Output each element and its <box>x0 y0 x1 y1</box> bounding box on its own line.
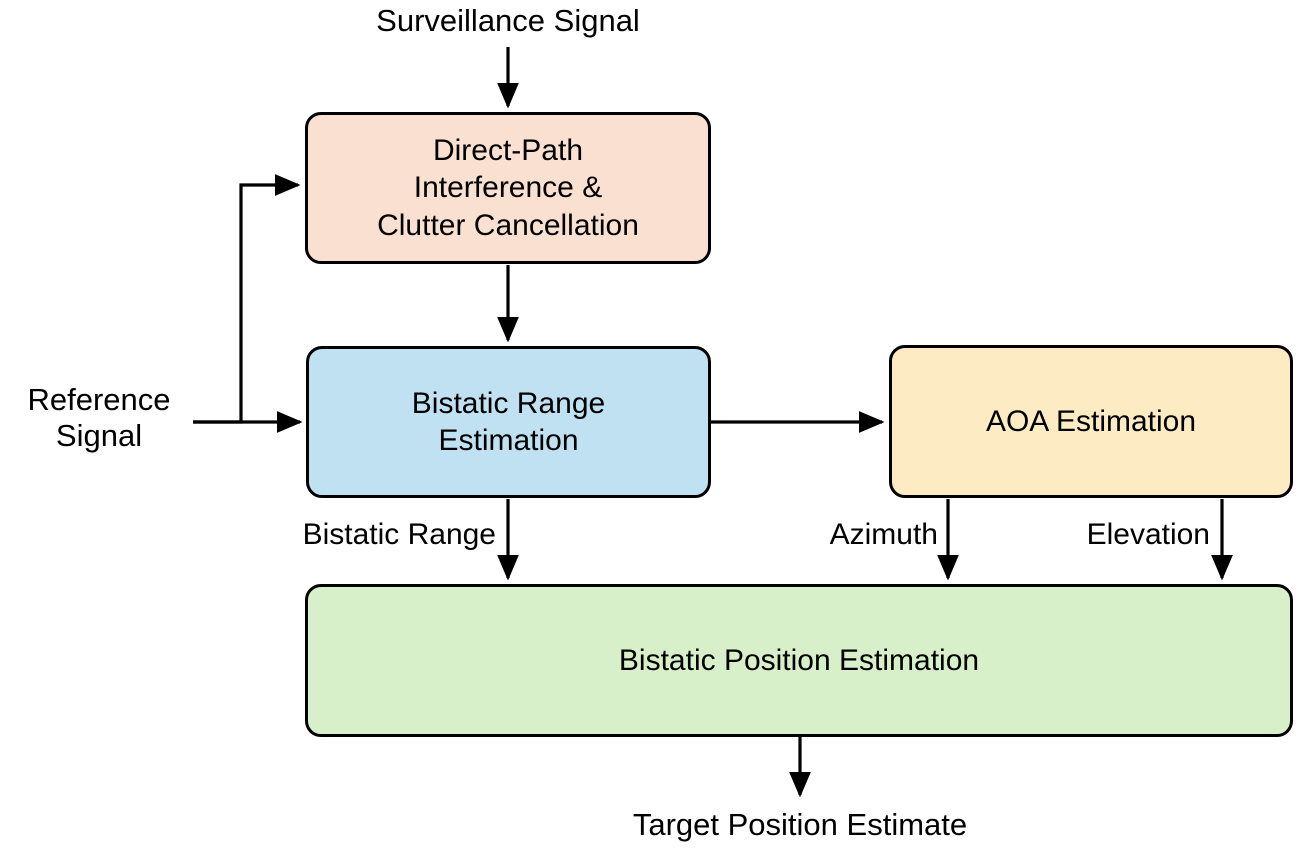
azimuth-edge-label: Azimuth <box>829 518 938 551</box>
target-position-estimate-label: Target Position Estimate <box>632 807 968 842</box>
edge-reference-to-dpi <box>193 174 301 424</box>
node-direct-path-interference-clutter-cancellation[interactable]: Direct-Path Interference & Clutter Cance… <box>305 112 711 264</box>
node-bistatic-range-estimation[interactable]: Bistatic Range Estimation <box>306 346 711 498</box>
node-aoa-label: AOA Estimation <box>985 404 1197 438</box>
node-aoa-estimation[interactable]: AOA Estimation <box>889 345 1293 498</box>
node-bistatic-position-estimation[interactable]: Bistatic Position Estimation <box>305 584 1293 737</box>
node-dpi-label: Direct-Path Interference & Clutter Cance… <box>377 134 639 242</box>
surveillance-signal-label: Surveillance Signal <box>376 3 640 38</box>
elevation-edge-label: Elevation <box>1086 518 1210 551</box>
bistatic-range-edge-label: Bistatic Range <box>302 518 496 551</box>
node-bpe-label: Bistatic Position Estimation <box>618 643 980 677</box>
reference-signal-label: Reference Signal <box>27 382 171 453</box>
node-bre-label: Bistatic Range Estimation <box>411 386 606 457</box>
